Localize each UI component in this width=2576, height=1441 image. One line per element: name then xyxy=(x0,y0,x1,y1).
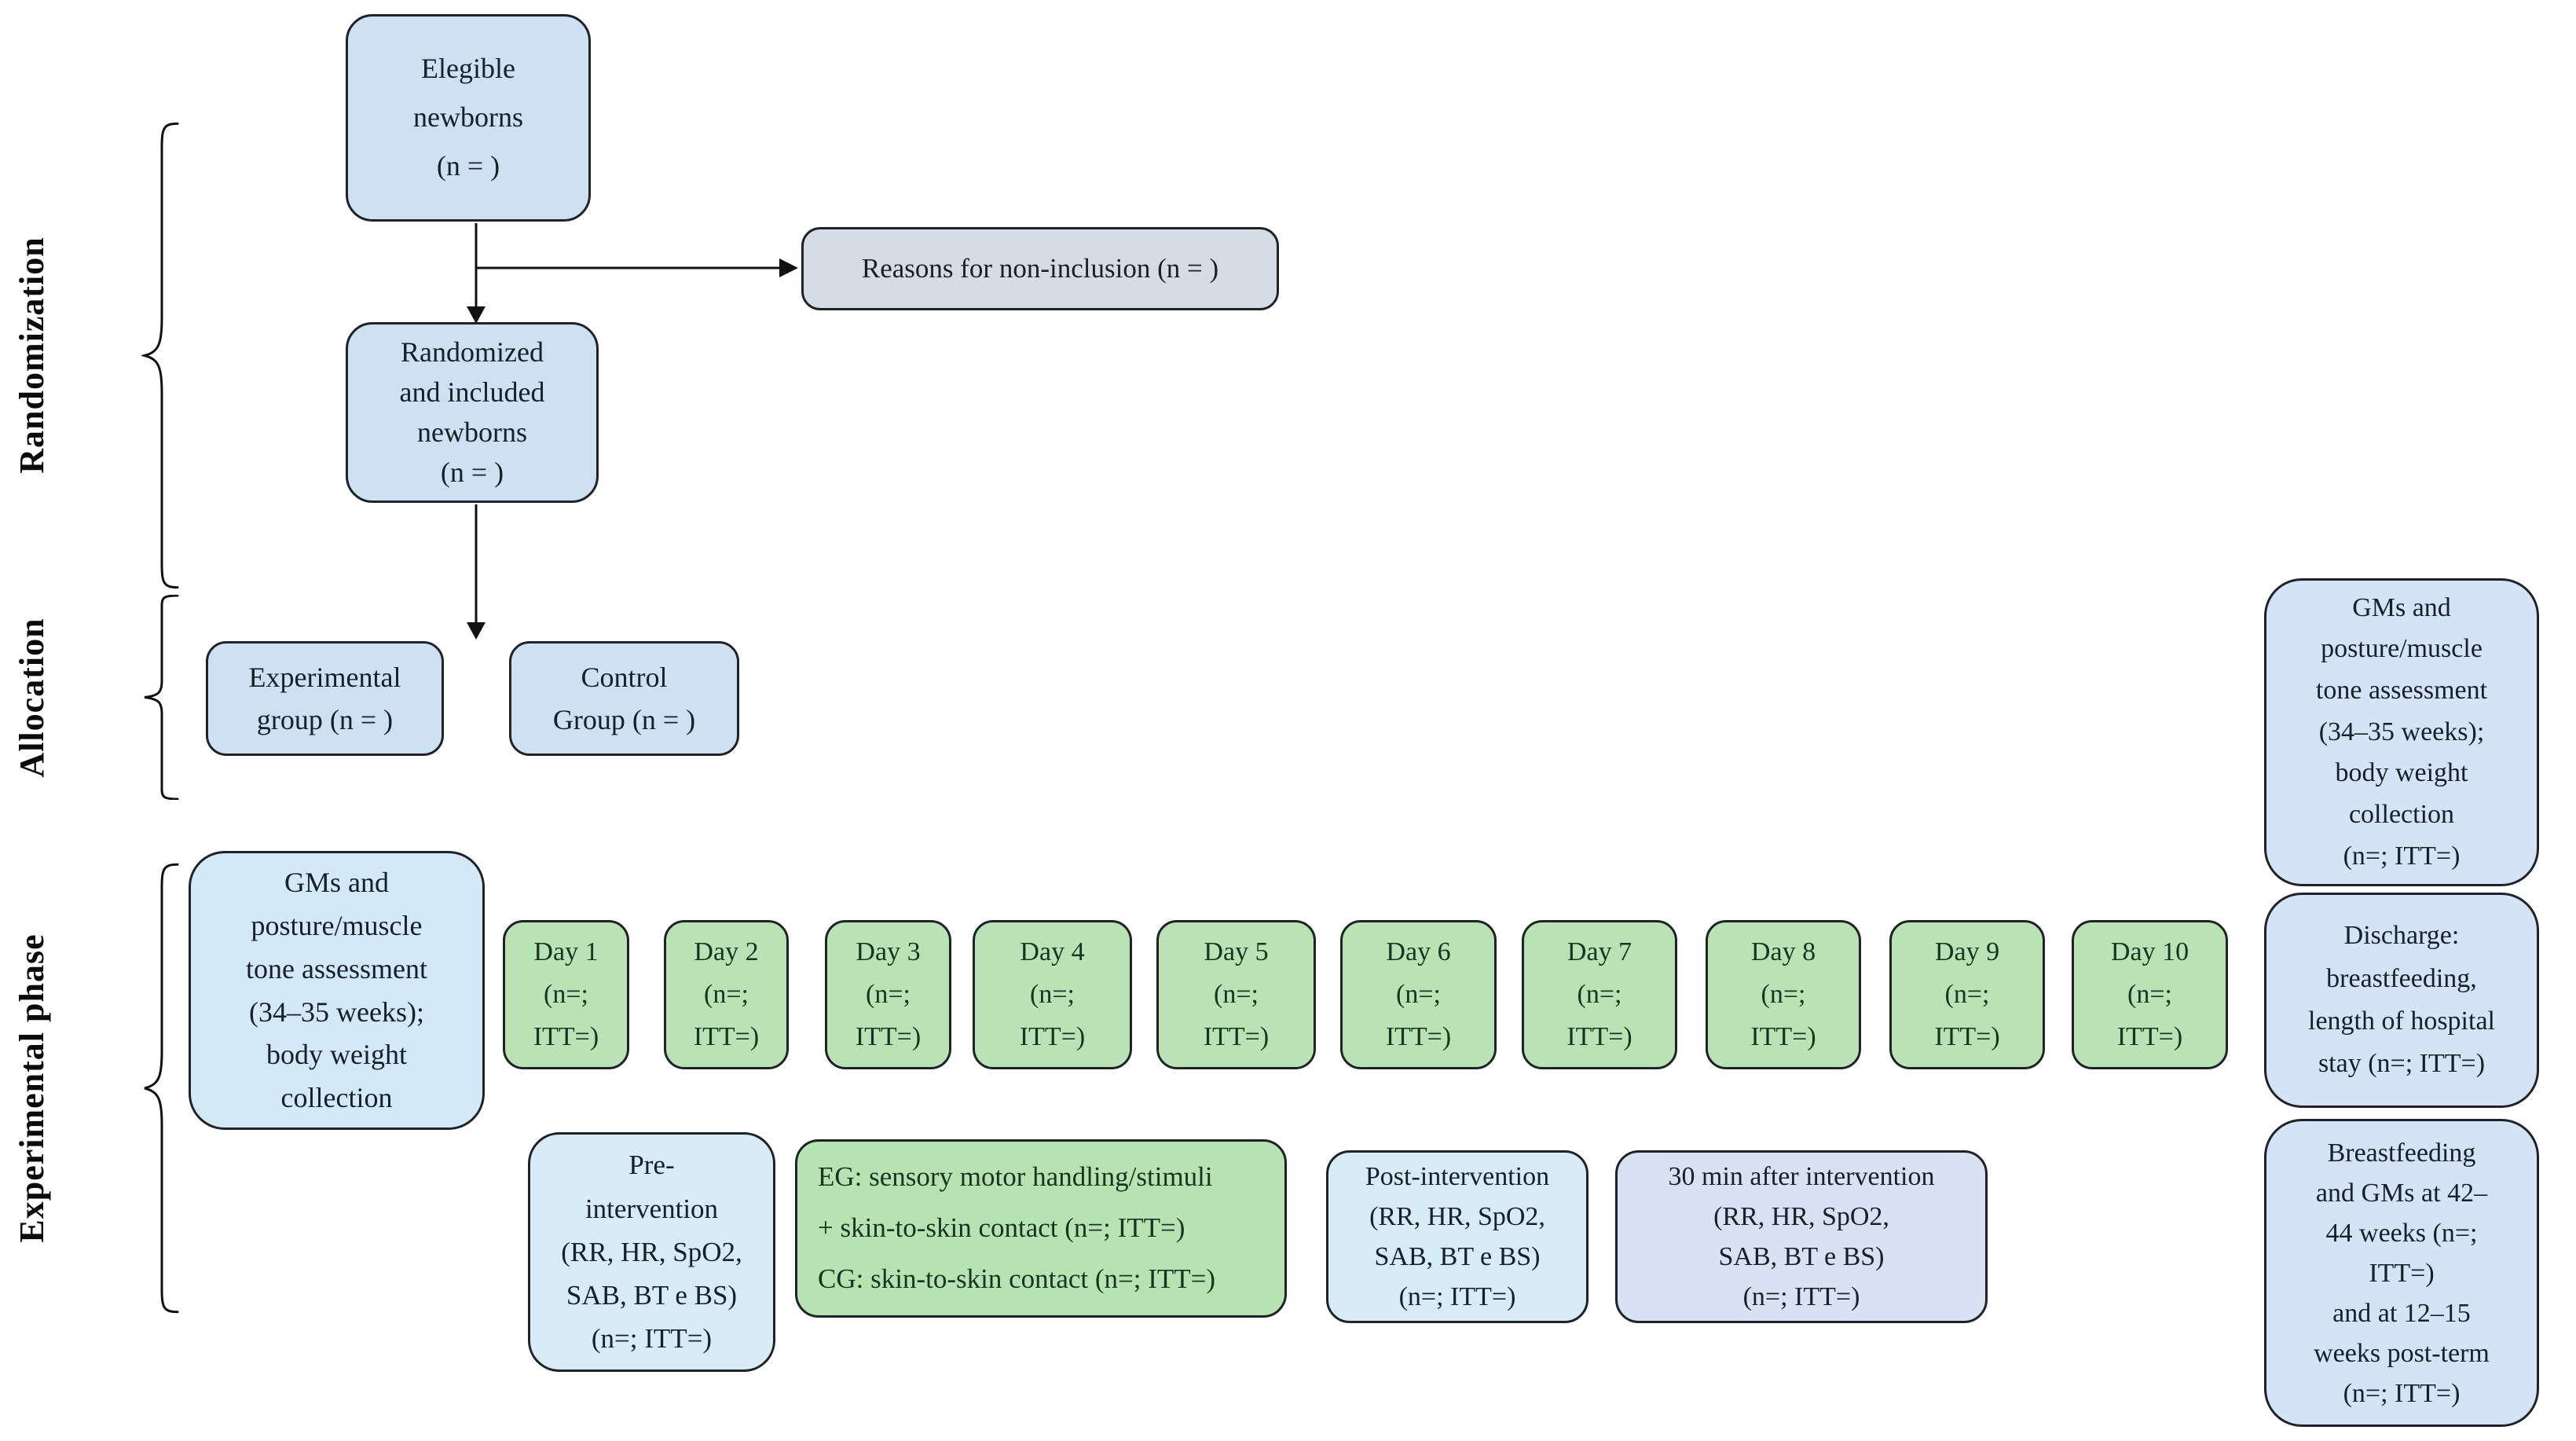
day-10-box: Day 10(n=; ITT=) xyxy=(2072,920,2228,1069)
thirty-min-after-intervention-box: 30 min after intervention (RR, HR, SpO2,… xyxy=(1615,1150,1988,1323)
pre-intervention-box: Pre- intervention (RR, HR, SpO2, SAB, BT… xyxy=(528,1132,775,1372)
arrowhead-right xyxy=(779,258,798,277)
discharge-box: Discharge: breastfeeding, length of hosp… xyxy=(2264,893,2539,1108)
day-5-box: Day 5(n=; ITT=) xyxy=(1156,920,1316,1069)
day-2-box: Day 2(n=; ITT=) xyxy=(664,920,789,1069)
experimental-phase-brace xyxy=(141,863,179,1314)
intervention-protocol-box: EG: sensory motor handling/stimuli + ski… xyxy=(795,1139,1287,1318)
arrowhead-down-2 xyxy=(467,622,486,640)
day-1-box: Day 1(n=; ITT=) xyxy=(503,920,629,1069)
arrowhead-down-1 xyxy=(467,306,486,324)
day-6-box: Day 6(n=; ITT=) xyxy=(1340,920,1497,1069)
day-4-box: Day 4(n=; ITT=) xyxy=(973,920,1132,1069)
control-group-box: Control Group (n = ) xyxy=(509,641,739,756)
gms-baseline-assessment-box: GMs and posture/muscle tone assessment (… xyxy=(189,851,485,1130)
gms-outcome-assessment-box: GMs and posture/muscle tone assessment (… xyxy=(2264,578,2539,886)
eligible-newborns-box: Elegible newborns (n = ) xyxy=(346,14,591,222)
experimental-group-box: Experimental group (n = ) xyxy=(206,641,444,756)
allocation-brace xyxy=(141,595,179,800)
day-3-box: Day 3(n=; ITT=) xyxy=(825,920,951,1069)
reasons-non-inclusion-box: Reasons for non-inclusion (n = ) xyxy=(801,227,1279,310)
post-intervention-box: Post-intervention (RR, HR, SpO2, SAB, BT… xyxy=(1326,1150,1588,1323)
followup-box: Breastfeeding and GMs at 42– 44 weeks (n… xyxy=(2264,1119,2539,1427)
day-8-box: Day 8(n=; ITT=) xyxy=(1706,920,1861,1069)
phase-label-experimental-phase: Experimental phase xyxy=(12,933,51,1243)
randomization-brace xyxy=(141,122,179,589)
randomized-newborns-box: Randomized and included newborns (n = ) xyxy=(346,322,599,503)
day-9-box: Day 9(n=; ITT=) xyxy=(1889,920,2045,1069)
day-7-box: Day 7(n=; ITT=) xyxy=(1522,920,1677,1069)
